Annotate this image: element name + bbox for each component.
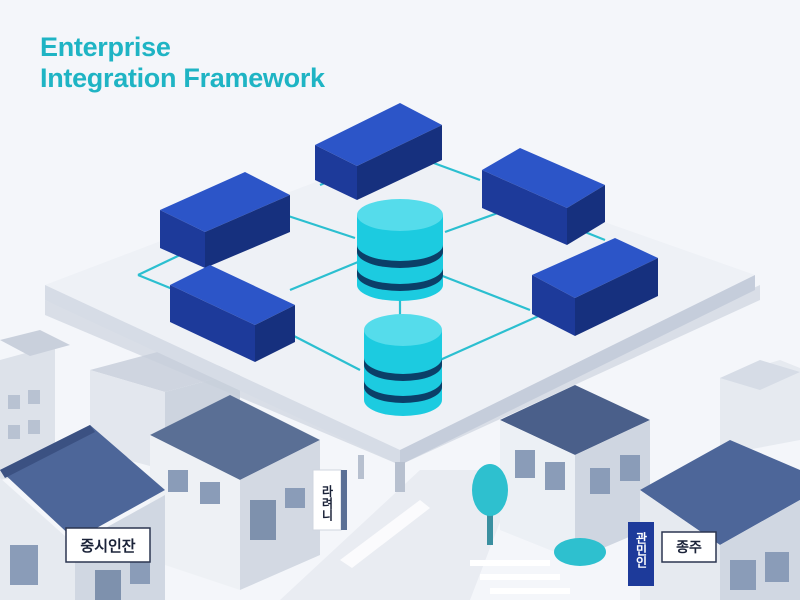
page-title: Enterprise Integration Framework [40, 32, 325, 94]
database-cylinder-icon [357, 199, 443, 301]
shop-sign-right [661, 531, 717, 563]
server-block-icon [170, 265, 295, 362]
server-block-icon [532, 238, 658, 336]
server-block-icon [315, 103, 442, 200]
shop-sign-left-text: 중시인잔 [80, 537, 135, 555]
server-block-icon [160, 172, 290, 268]
server-block-icon [482, 148, 605, 245]
title-line-2: Integration Framework [40, 63, 325, 93]
crosswalk [470, 560, 570, 594]
foreground-house-right [640, 440, 800, 600]
shop-sign-right-text: 종주 [676, 540, 702, 556]
bush [554, 538, 606, 566]
vertical-sign-right-text: 관민인 [634, 531, 648, 569]
tree [472, 464, 508, 545]
database-cylinder-icon [364, 314, 442, 416]
title-line-1: Enterprise [40, 32, 171, 62]
vertical-sign-center [312, 469, 347, 531]
connectors [137, 156, 606, 371]
center-buildings [150, 385, 650, 590]
vertical-sign-center-text: 라려니 [320, 484, 334, 522]
shop-sign-left [65, 527, 151, 563]
server-blocks [160, 103, 658, 362]
vertical-sign-right [628, 522, 654, 586]
databases [357, 199, 443, 416]
